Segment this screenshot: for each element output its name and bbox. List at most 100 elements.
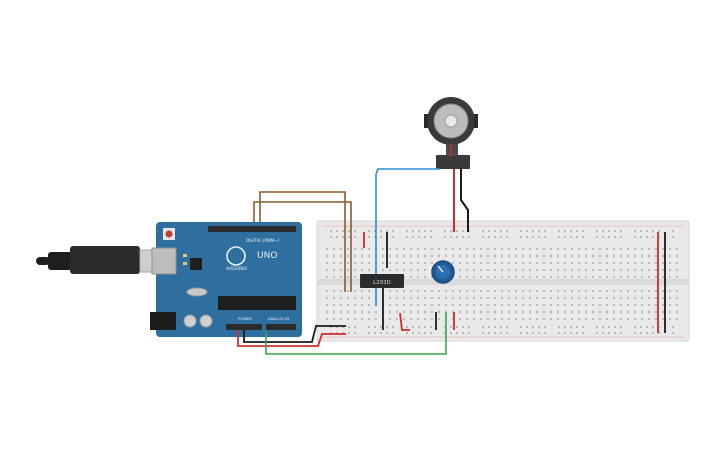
breadboard-hole bbox=[536, 255, 538, 257]
breadboard-hole bbox=[354, 332, 356, 334]
breadboard-hole bbox=[354, 262, 356, 264]
wire-black-ground[interactable] bbox=[243, 325, 346, 343]
breadboard-hole bbox=[494, 311, 496, 313]
breadboard-hole bbox=[592, 311, 594, 313]
breadboard-hole bbox=[473, 269, 475, 271]
breadboard-hole bbox=[368, 304, 370, 306]
usb-cable[interactable] bbox=[36, 246, 165, 274]
breadboard-hole bbox=[570, 326, 572, 328]
wire-red-power[interactable] bbox=[237, 330, 346, 347]
chip-label: L293D bbox=[373, 280, 391, 286]
breadboard-hole bbox=[403, 311, 405, 313]
breadboard-hole bbox=[340, 262, 342, 264]
breadboard-hole bbox=[648, 311, 650, 313]
breadboard-hole bbox=[375, 311, 377, 313]
breadboard-hole bbox=[557, 276, 559, 278]
breadboard-hole bbox=[652, 326, 654, 328]
breadboard-hole bbox=[564, 269, 566, 271]
breadboard-hole bbox=[410, 290, 412, 292]
breadboard-hole bbox=[473, 311, 475, 313]
breadboard-hole bbox=[557, 318, 559, 320]
wire-red-breadboard-2[interactable] bbox=[399, 312, 410, 331]
breadboard-hole bbox=[655, 248, 657, 250]
breadboard-hole bbox=[646, 332, 648, 334]
breadboard-hole bbox=[522, 276, 524, 278]
breadboard-hole bbox=[368, 269, 370, 271]
breadboard-hole bbox=[340, 255, 342, 257]
breadboard-hole bbox=[634, 332, 636, 334]
breadboard-hole bbox=[482, 332, 484, 334]
breadboard-hole bbox=[592, 304, 594, 306]
breadboard-hole bbox=[368, 290, 370, 292]
breadboard-hole bbox=[396, 262, 398, 264]
breadboard-hole bbox=[392, 236, 394, 238]
breadboard-hole bbox=[582, 326, 584, 328]
breadboard-hole bbox=[592, 248, 594, 250]
l293d-chip[interactable]: L293D bbox=[360, 274, 404, 288]
breadboard-hole bbox=[662, 297, 664, 299]
breadboard-hole bbox=[333, 276, 335, 278]
breadboard-hole bbox=[424, 269, 426, 271]
breadboard-hole bbox=[557, 262, 559, 264]
arduino-uno-board[interactable]: UNO ARDUINO DIGITAL (PWM~) POWER ANALOG … bbox=[150, 222, 302, 337]
breadboard-hole bbox=[627, 276, 629, 278]
breadboard-hole bbox=[582, 332, 584, 334]
wire-brown-inner[interactable] bbox=[253, 201, 352, 292]
breadboard-hole bbox=[592, 276, 594, 278]
wire-motor-blue[interactable] bbox=[375, 168, 440, 306]
breadboard-hole bbox=[361, 311, 363, 313]
breadboard-hole bbox=[658, 332, 660, 334]
breadboard-hole bbox=[417, 290, 419, 292]
breadboard-hole bbox=[564, 332, 566, 334]
breadboard-hole bbox=[445, 304, 447, 306]
breadboard-hole bbox=[487, 255, 489, 257]
breadboard-hole bbox=[578, 290, 580, 292]
breadboard-hole bbox=[336, 326, 338, 328]
breadboard-hole bbox=[544, 230, 546, 232]
breadboard-hole bbox=[450, 326, 452, 328]
breadboard-hole bbox=[330, 230, 332, 232]
breadboard-hole bbox=[501, 269, 503, 271]
breadboard-hole bbox=[634, 276, 636, 278]
atmega-chip bbox=[218, 296, 296, 310]
breadboard-hole bbox=[515, 276, 517, 278]
breadboard-hole bbox=[558, 236, 560, 238]
breadboard-hole bbox=[672, 230, 674, 232]
breadboard-hole bbox=[336, 230, 338, 232]
breadboard-hole bbox=[494, 290, 496, 292]
breadboard-hole bbox=[599, 297, 601, 299]
breadboard-hole bbox=[406, 230, 408, 232]
potentiometer[interactable] bbox=[431, 260, 455, 284]
dc-motor[interactable] bbox=[424, 97, 478, 169]
breadboard-hole bbox=[459, 248, 461, 250]
breadboard[interactable] bbox=[316, 220, 690, 342]
breadboard-hole bbox=[508, 318, 510, 320]
breadboard-hole bbox=[354, 269, 356, 271]
power-header-label: POWER bbox=[238, 316, 252, 321]
breadboard-hole bbox=[418, 236, 420, 238]
breadboard-hole bbox=[532, 332, 534, 334]
breadboard-hole bbox=[520, 230, 522, 232]
breadboard-hole bbox=[613, 297, 615, 299]
wire-brown-outer[interactable] bbox=[259, 191, 346, 292]
wire-motor-black[interactable] bbox=[460, 169, 469, 232]
breadboard-hole bbox=[648, 318, 650, 320]
breadboard-hole bbox=[529, 318, 531, 320]
breadboard-hole bbox=[669, 297, 671, 299]
breadboard-hole bbox=[578, 318, 580, 320]
breadboard-hole bbox=[417, 318, 419, 320]
wire-green-analog[interactable] bbox=[265, 312, 447, 355]
breadboard-hole bbox=[444, 332, 446, 334]
breadboard-hole bbox=[599, 248, 601, 250]
breadboard-hole bbox=[482, 230, 484, 232]
breadboard-hole bbox=[508, 290, 510, 292]
breadboard-hole bbox=[662, 262, 664, 264]
breadboard-hole bbox=[396, 269, 398, 271]
breadboard-hole bbox=[557, 269, 559, 271]
breadboard-hole bbox=[374, 236, 376, 238]
breadboard-hole bbox=[529, 248, 531, 250]
reset-button-cap bbox=[165, 230, 173, 238]
breadboard-hole bbox=[333, 248, 335, 250]
usb-cable-boot bbox=[48, 252, 72, 270]
breadboard-hole bbox=[526, 332, 528, 334]
